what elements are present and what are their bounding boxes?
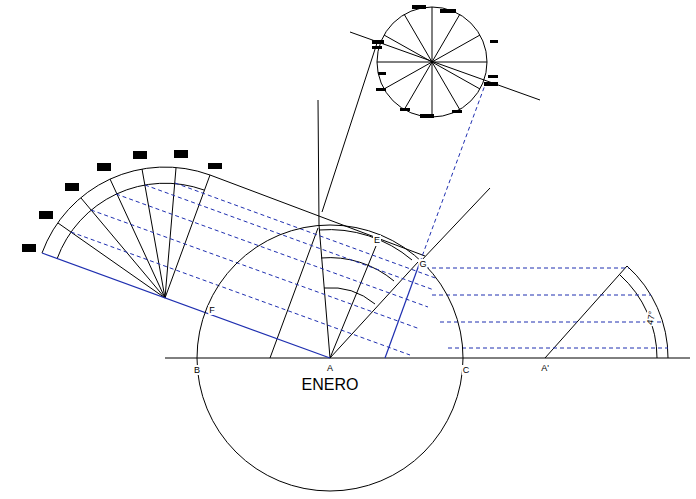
point-label: A' <box>540 363 550 373</box>
point-label: E <box>373 235 381 245</box>
month-name: ENERO <box>302 376 359 394</box>
point-label: A <box>326 363 334 373</box>
point-label: C <box>462 365 471 375</box>
point-label: G <box>418 259 427 269</box>
point-label: F <box>208 305 216 315</box>
angle-label: 47° <box>645 309 658 326</box>
point-label: B <box>193 365 201 375</box>
